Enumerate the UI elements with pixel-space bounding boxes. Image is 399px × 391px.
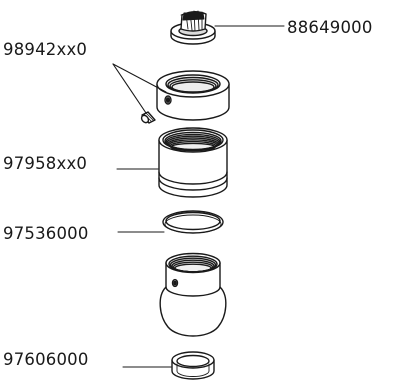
ball-part: [159, 252, 227, 337]
leader-screw: [112, 63, 147, 114]
leader-nut: [112, 63, 167, 93]
ring-part: [171, 351, 215, 380]
part-number-oring: 97536000: [3, 224, 89, 243]
nut-part: [156, 70, 230, 121]
part-number-ring: 97606000: [3, 350, 89, 369]
cap-part: [170, 10, 216, 45]
set-screw-part: [140, 111, 156, 124]
part-number-cap: 88649000: [287, 18, 373, 37]
part-number-body: 97958xx0: [3, 154, 88, 173]
oring-part: [162, 210, 224, 234]
part-number-nut-and-screw: 98942xx0: [3, 40, 88, 59]
body-part: [158, 127, 228, 198]
leader-lines: [112, 25, 285, 368]
